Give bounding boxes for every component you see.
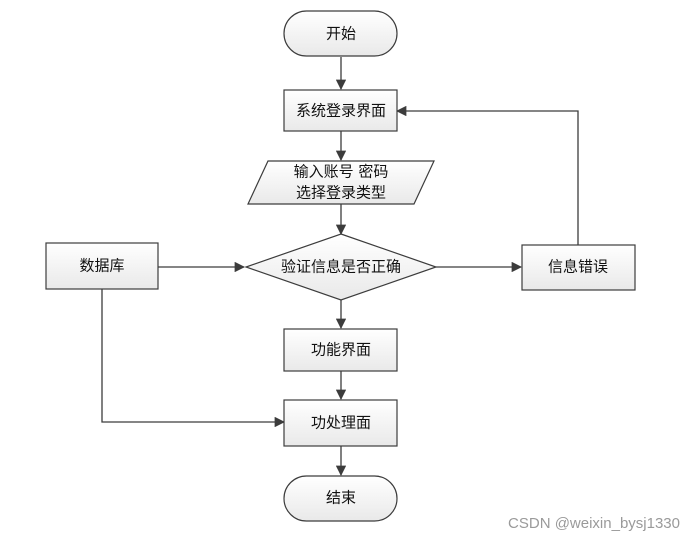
database-label: 数据库	[79, 257, 124, 275]
func-box	[283, 328, 398, 372]
func-label: 功能界面	[311, 341, 371, 359]
process-label: 功处理面	[311, 414, 371, 432]
arrow-db-to-process	[101, 289, 286, 428]
process-box	[283, 399, 398, 447]
start-label: 开始	[326, 25, 356, 43]
error-box	[521, 244, 636, 291]
error-label: 信息错误	[548, 258, 608, 276]
end-label: 结束	[326, 489, 356, 507]
end-terminator	[283, 475, 398, 522]
input-label-line2: 选择登录类型	[296, 184, 386, 202]
verify-label: 验证信息是否正确	[281, 258, 401, 276]
login-label: 系统登录界面	[296, 102, 386, 120]
start-terminator	[283, 10, 398, 57]
database-box	[45, 242, 159, 290]
login-box	[283, 89, 398, 132]
csdn-watermark: CSDN @weixin_bysj1330	[508, 515, 680, 532]
input-label-line1: 输入账号 密码	[294, 163, 389, 181]
verify-decision	[244, 233, 438, 301]
arrow-error-to-login	[395, 105, 579, 245]
input-parallelogram	[247, 160, 435, 205]
